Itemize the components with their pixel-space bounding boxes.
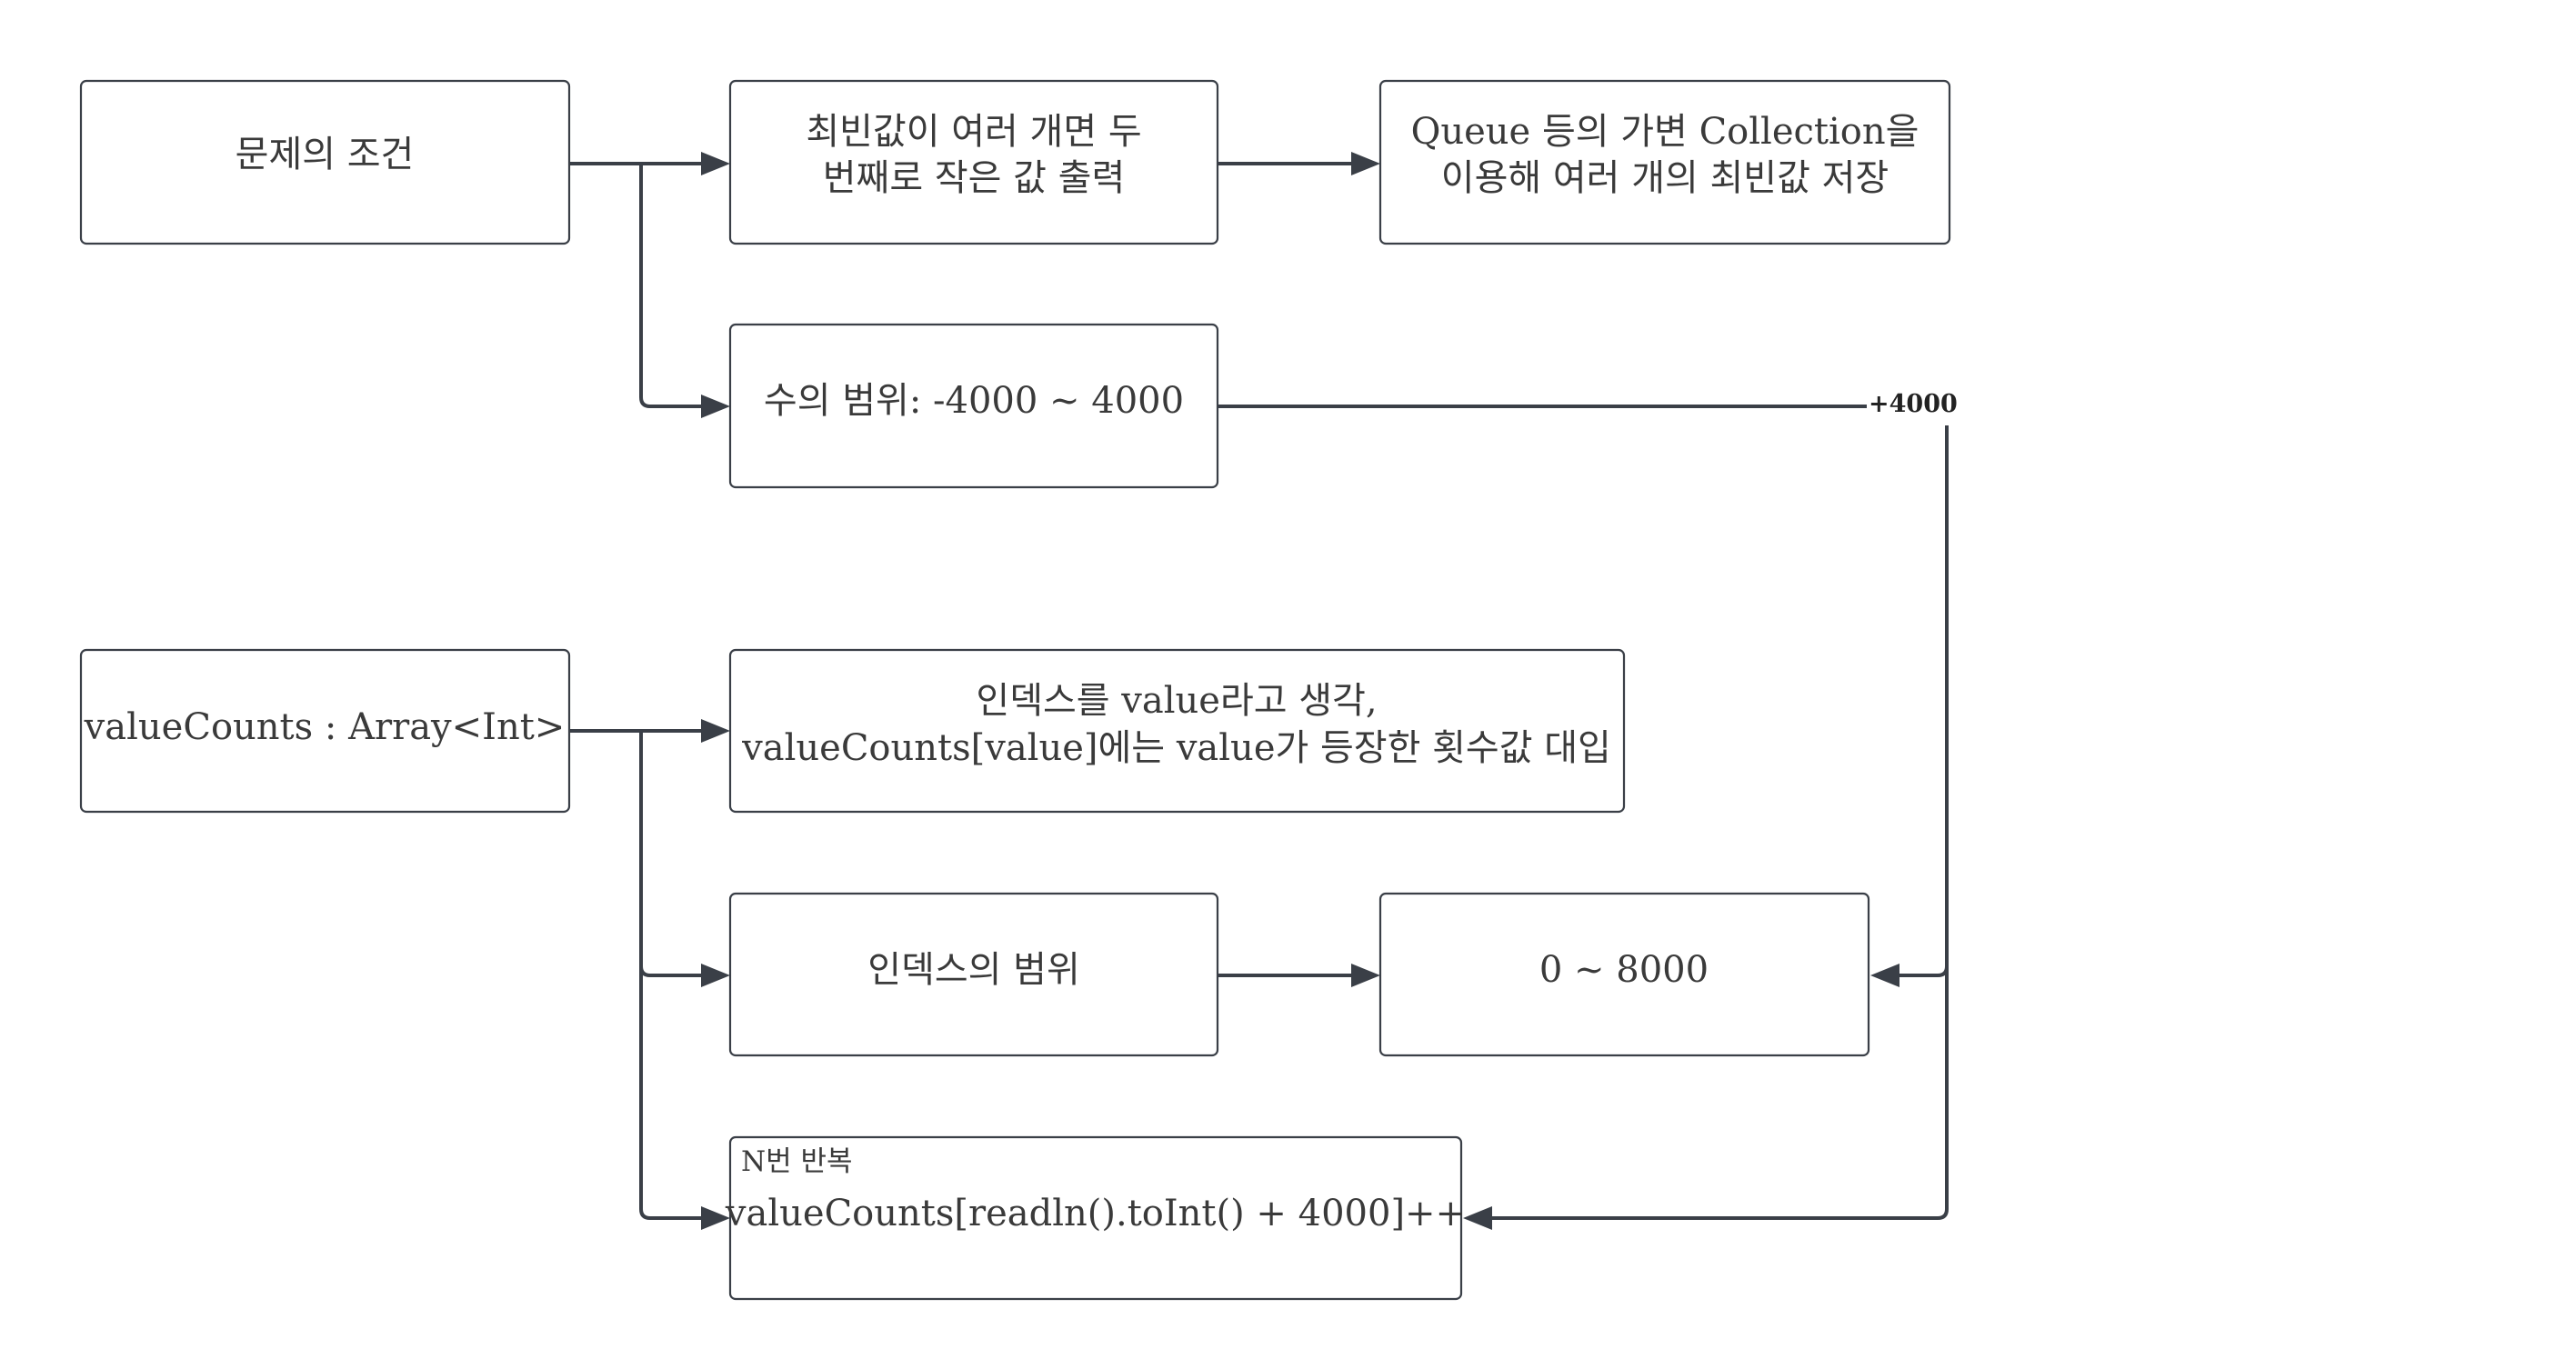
connector-counts-to-index-range: [639, 731, 714, 977]
node-number-range: 수의 범위: -4000 ~ 4000: [728, 323, 1219, 489]
arrowhead: [1870, 964, 1899, 987]
connector-counts-to-loop: [639, 966, 714, 1220]
connector-offset-to-range-result: [1887, 425, 1949, 977]
connector-conditions-to-range: [639, 164, 714, 408]
arrowhead: [1351, 152, 1380, 175]
offset-edge-label: +4000: [1869, 390, 1958, 418]
node-label-line-2: valueCounts[value]에는 value가 등장한 횟수값 대입: [741, 727, 1611, 769]
node-label: 인덱스의 범위: [867, 949, 1080, 991]
node-label-line-1: 최빈값이 여러 개면 두: [806, 111, 1141, 153]
node-loop-body: N번 반복 valueCounts[readln().toInt() + 400…: [725, 1135, 1466, 1301]
loop-header-label: N번 반복: [741, 1145, 853, 1178]
node-index-as-value: 인덱스를 value라고 생각, valueCounts[value]에는 va…: [728, 648, 1626, 814]
node-range-result: 0 ~ 8000: [1378, 892, 1870, 1057]
arrowhead: [701, 1206, 730, 1230]
node-value-counts: valueCounts : Array<Int>: [79, 648, 571, 814]
node-label-line-1: Queue 등의 가변 Collection을: [1411, 111, 1919, 153]
arrowhead: [701, 152, 730, 175]
arrowhead: [701, 964, 730, 987]
node-label-line-2: 번째로 작은 값 출력: [823, 157, 1126, 199]
node-label: 문제의 조건: [236, 134, 415, 175]
node-label: valueCounts : Array<Int>: [84, 706, 566, 748]
node-label-line-2: 이용해 여러 개의 최빈값 저장: [1441, 157, 1889, 199]
node-label: 0 ~ 8000: [1539, 949, 1709, 991]
node-label: 수의 범위: -4000 ~ 4000: [764, 380, 1184, 422]
node-index-range: 인덱스의 범위: [728, 892, 1219, 1057]
node-label-line-1: 인덱스를 value라고 생각,: [976, 680, 1377, 722]
arrowhead: [1463, 1206, 1492, 1230]
connectors: +4000: [570, 152, 1958, 1230]
arrowhead: [1351, 964, 1380, 987]
arrowhead: [701, 395, 730, 418]
arrowhead: [701, 719, 730, 743]
node-problem-conditions: 문제의 조건: [79, 79, 571, 245]
connector-offset-to-loop: [1479, 966, 1949, 1220]
node-queue-storage: Queue 등의 가변 Collection을 이용해 여러 개의 최빈값 저장: [1378, 79, 1951, 245]
node-label: valueCounts[readln().toInt() + 4000]++: [725, 1193, 1466, 1234]
node-mode-condition: 최빈값이 여러 개면 두 번째로 작은 값 출력: [728, 79, 1219, 245]
